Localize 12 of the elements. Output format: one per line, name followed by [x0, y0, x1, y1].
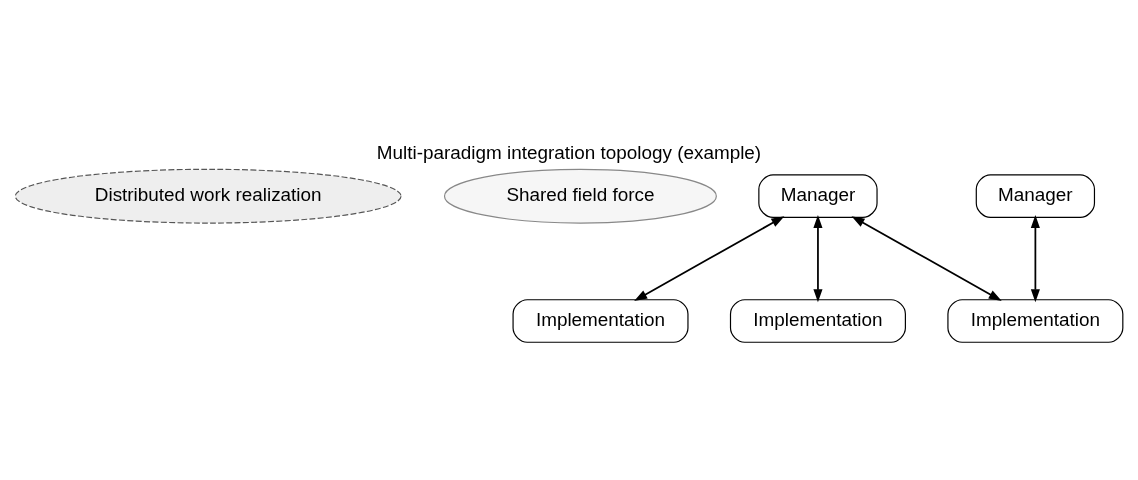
node-ellipse: Distributed work realization: [14, 168, 402, 224]
arrow: [851, 215, 1002, 301]
node-ellipse: Shared field force: [443, 168, 717, 224]
node-box: Implementation: [729, 298, 906, 343]
diagram-title: Multi-paradigm integration topology (example): [376, 141, 762, 163]
arrow: [813, 214, 823, 302]
arrow: [634, 215, 785, 301]
node-box: Implementation: [947, 298, 1124, 343]
node-box: Implementation: [512, 298, 689, 343]
node-box: Manager: [975, 173, 1096, 218]
arrow: [1030, 214, 1040, 302]
node-box: Manager: [758, 173, 878, 218]
